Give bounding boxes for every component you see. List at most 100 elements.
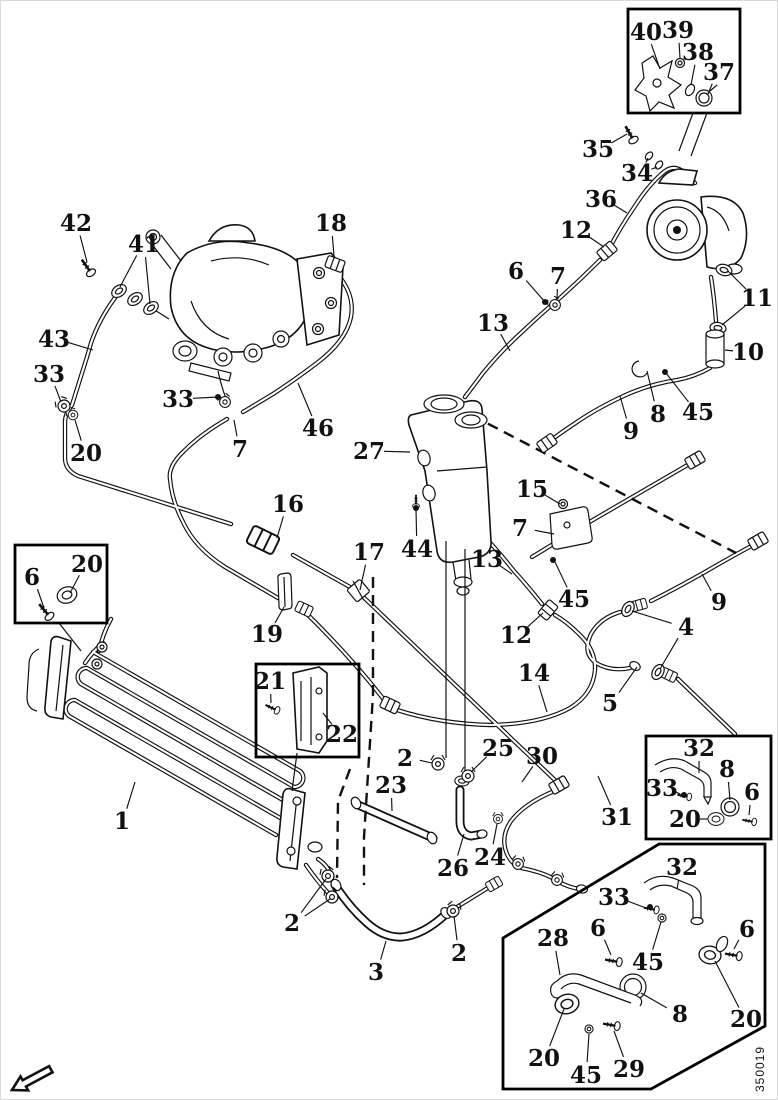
leader-line-41 bbox=[119, 255, 138, 288]
callout-11: 11 bbox=[741, 285, 773, 312]
leader-line-29 bbox=[613, 1030, 625, 1058]
callout-2: 2 bbox=[284, 910, 300, 937]
fastener-dot bbox=[681, 792, 687, 798]
leader-line-8 bbox=[646, 370, 655, 402]
callout-12: 12 bbox=[500, 622, 532, 649]
callout-13: 13 bbox=[477, 310, 509, 337]
leader-line-43 bbox=[68, 341, 94, 351]
callout-4: 4 bbox=[678, 614, 694, 641]
leader-line-9 bbox=[701, 573, 712, 592]
leader-line-33 bbox=[675, 791, 681, 795]
callout-9: 9 bbox=[623, 418, 639, 445]
callout-6: 6 bbox=[744, 779, 760, 806]
leader-line-20 bbox=[74, 419, 82, 441]
leader-line-17 bbox=[359, 564, 367, 591]
leader-line-3 bbox=[380, 940, 387, 960]
leader-line-12 bbox=[588, 236, 605, 248]
leader-line-45 bbox=[586, 1033, 590, 1063]
leader-line-32 bbox=[676, 879, 680, 890]
callout-14: 14 bbox=[518, 660, 550, 687]
hose-14 bbox=[394, 612, 598, 728]
leader-line-33 bbox=[627, 900, 647, 909]
callout-7: 7 bbox=[512, 515, 528, 542]
fluid-reservoir bbox=[407, 394, 492, 771]
fastener-dot bbox=[413, 505, 419, 511]
callout-1: 1 bbox=[114, 808, 130, 835]
callout-22: 22 bbox=[326, 721, 358, 748]
callout-15: 15 bbox=[516, 476, 548, 503]
callout-28: 28 bbox=[537, 925, 569, 952]
callout-27: 27 bbox=[353, 438, 385, 465]
leader-line-28 bbox=[555, 950, 561, 976]
callout-19: 19 bbox=[251, 621, 283, 648]
callout-10: 10 bbox=[732, 339, 764, 366]
leader-line-25 bbox=[470, 756, 488, 773]
leader-line-2 bbox=[453, 915, 458, 941]
callout-39: 39 bbox=[662, 17, 694, 44]
callout-32: 32 bbox=[666, 854, 698, 881]
leader-line-15 bbox=[544, 494, 561, 505]
spring-clamps bbox=[52, 391, 566, 920]
callout-36: 36 bbox=[585, 186, 617, 213]
callout-17: 17 bbox=[353, 539, 385, 566]
callout-18: 18 bbox=[315, 210, 347, 237]
callout-12: 12 bbox=[560, 217, 592, 244]
leader-line-37 bbox=[707, 83, 713, 95]
routing-dashed-lines bbox=[335, 405, 737, 885]
detail-box-cooler-bracket bbox=[254, 662, 361, 759]
detail-clip-upper-parts bbox=[654, 758, 759, 827]
detail-pump-bracket-parts bbox=[634, 55, 718, 113]
leader-line-24 bbox=[492, 823, 498, 845]
callout-8: 8 bbox=[672, 1001, 688, 1028]
leader-line-44 bbox=[415, 509, 418, 537]
fastener-dot bbox=[215, 394, 221, 400]
leader-line-4 bbox=[631, 610, 672, 624]
callout-3: 3 bbox=[368, 959, 384, 986]
leader-line-46 bbox=[297, 382, 313, 417]
leader-line-22 bbox=[322, 712, 333, 725]
leader-line-8 bbox=[640, 992, 668, 1009]
leader-line-6 bbox=[733, 939, 740, 950]
leader-line-10 bbox=[724, 349, 734, 352]
leader-line-16 bbox=[276, 516, 284, 539]
leader-line-41 bbox=[144, 256, 151, 305]
leader-line-45 bbox=[665, 372, 689, 403]
leader-line-42 bbox=[79, 235, 88, 263]
callout-20: 20 bbox=[528, 1045, 560, 1072]
leader-line-34 bbox=[645, 157, 649, 163]
callout-6: 6 bbox=[739, 916, 755, 943]
leader-line-8 bbox=[727, 781, 731, 801]
leader-line-33 bbox=[54, 385, 62, 403]
fastener-dot bbox=[550, 557, 556, 563]
callout-6: 6 bbox=[590, 915, 606, 942]
leader-line-30 bbox=[521, 765, 534, 783]
oil-cooler bbox=[26, 622, 323, 870]
leader-line-20 bbox=[714, 960, 740, 1008]
callout-7: 7 bbox=[550, 263, 566, 290]
hose-43 bbox=[84, 292, 120, 360]
callout-29: 29 bbox=[613, 1056, 645, 1083]
leader-line-11 bbox=[727, 270, 747, 290]
callout-33: 33 bbox=[598, 884, 630, 911]
leader-line-6 bbox=[748, 804, 751, 816]
fastener-dot bbox=[542, 299, 548, 305]
detail-box-pipe-clip-lower bbox=[501, 842, 767, 1091]
callout-20: 20 bbox=[71, 551, 103, 578]
leader-line-7 bbox=[534, 529, 555, 535]
steering-gear-assembly bbox=[145, 224, 344, 402]
callout-38: 38 bbox=[682, 39, 714, 66]
leader-line-13 bbox=[500, 333, 511, 352]
leader-line-6 bbox=[525, 280, 546, 303]
leader-line-19 bbox=[274, 606, 285, 624]
leader-line-27 bbox=[383, 450, 411, 453]
leader-line-20 bbox=[549, 1008, 565, 1047]
front-direction-arrow bbox=[9, 1064, 55, 1092]
leader-line-5 bbox=[618, 666, 638, 693]
callout-40: 40 bbox=[630, 19, 662, 46]
callout-45: 45 bbox=[570, 1062, 602, 1089]
leader-line-14 bbox=[538, 685, 548, 713]
leader-line-2 bbox=[300, 878, 327, 914]
callout-13: 13 bbox=[471, 546, 503, 573]
callout-33: 33 bbox=[162, 386, 194, 413]
